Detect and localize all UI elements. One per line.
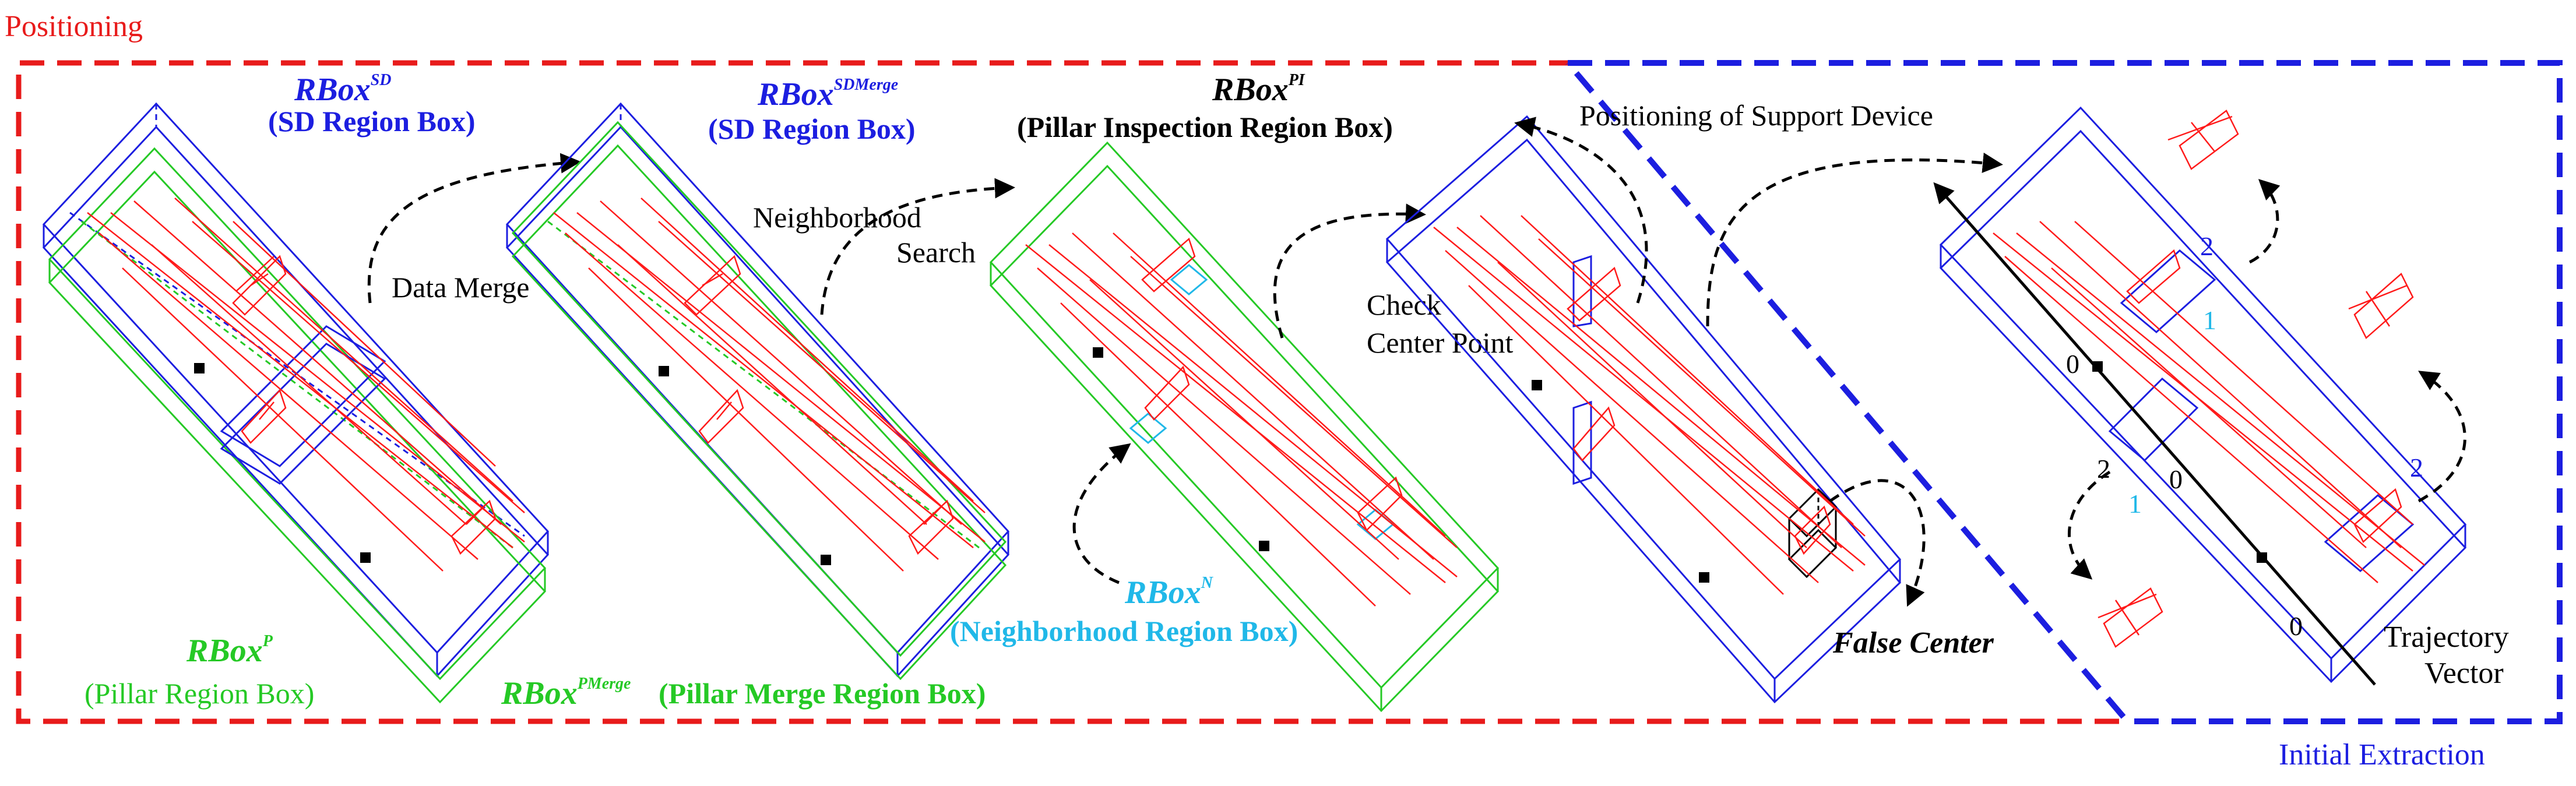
stage3-n-box-desc: (Neighborhood Region Box) — [950, 615, 1298, 647]
stage4-center-point-2 — [1699, 572, 1709, 583]
stage1-center-point-1 — [194, 363, 205, 373]
stage2-p-merge-desc: (Pillar Merge Region Box) — [659, 677, 986, 710]
data-merge-label: Data Merge — [392, 271, 529, 304]
marker-bot-two: 2 — [2410, 453, 2423, 482]
stage1-center-point-2 — [360, 552, 371, 563]
stage3-pi-box-label: RBoxPI — [1212, 71, 1305, 108]
neighborhood-pointer-arrow — [1072, 443, 1131, 584]
stage5-box — [1939, 106, 2467, 683]
neighborhood-search-arrow — [820, 178, 1015, 315]
marker-mid-zero: 0 — [2169, 464, 2183, 494]
stage4-box — [1385, 115, 1902, 704]
stage1-sd-box-desc: (SD Region Box) — [268, 105, 476, 138]
marker-top-two: 2 — [2200, 231, 2213, 261]
stage1-pillar-region-box — [48, 147, 547, 704]
extracted-support-left — [2098, 587, 2163, 648]
extracted-support-right — [2348, 272, 2414, 340]
stage2-p-merge-label: RBoxPMerge — [501, 675, 631, 711]
stage3-point-cloud — [1025, 232, 1458, 607]
stage4-point-cloud — [1433, 215, 1866, 595]
check-center-arrow — [1273, 203, 1426, 339]
trajectory-label-2: Vector — [2424, 657, 2504, 690]
stage1-support-region — [220, 325, 386, 485]
false-center-label: False Center — [1832, 626, 1994, 660]
trajectory-vector — [1933, 182, 2376, 686]
stage1-point-cloud — [87, 198, 525, 572]
stage3-neighborhood-boxes — [1129, 264, 1395, 540]
stage2-point-cloud — [553, 198, 986, 572]
stage3-pillar-inspection-box — [989, 141, 1500, 713]
stage1-sd-box-label: RBoxSD — [294, 71, 392, 108]
extract-top-arrow — [2248, 179, 2281, 264]
marker-bot-zero: 0 — [2289, 611, 2303, 641]
stage2-sd-merge-label: RBoxSDMerge — [757, 76, 898, 112]
stage1-sd-region-box — [42, 102, 550, 678]
stage4-center-point-1 — [1532, 380, 1542, 390]
positioning-frame — [16, 60, 2127, 724]
pillar-inspection-arrow — [1514, 117, 1648, 304]
neighborhood-search-label-1: Neighborhood — [753, 201, 921, 234]
stage2-center-point-2 — [821, 555, 831, 565]
extract-left-arrow — [2068, 470, 2111, 580]
stage2-sd-merge-desc: (SD Region Box) — [708, 112, 916, 145]
stage3-center-point-1 — [1093, 347, 1103, 358]
positioning-support-arrow — [1706, 152, 2003, 327]
marker-mid-two: 2 — [2097, 454, 2110, 484]
stage3-center-point-2 — [1259, 541, 1269, 551]
false-center-arrow — [1829, 479, 1926, 607]
check-center-label-1: Check — [1367, 288, 1441, 321]
stage2-center-point-1 — [659, 366, 669, 376]
marker-top-one: 1 — [2203, 305, 2216, 335]
marker-top-zero: 0 — [2066, 349, 2079, 379]
neighborhood-search-label-2: Search — [896, 236, 976, 269]
stage2-sd-merge-box — [505, 102, 1010, 678]
stage5-center-point-1 — [2092, 361, 2103, 372]
stage5-point-cloud — [1993, 110, 2425, 648]
stage2-pillar-merge-box — [511, 121, 1007, 681]
stage3-pi-box-desc: (Pillar Inspection Region Box) — [1017, 111, 1393, 143]
stage3-n-box-label: RBoxN — [1124, 574, 1214, 611]
positioning-title: Positioning — [5, 10, 143, 43]
initial-extraction-title: Initial Extraction — [2279, 738, 2485, 771]
trajectory-label-1: Trajectory — [2384, 621, 2509, 654]
stage1-p-box-label: RBoxP — [186, 632, 273, 669]
extract-right-arrow — [2417, 371, 2466, 503]
marker-mid-one: 1 — [2128, 489, 2142, 519]
extracted-support-top — [2167, 110, 2239, 170]
data-merge-arrow — [367, 153, 581, 304]
positioning-support-label: Positioning of Support Device — [1579, 99, 1933, 132]
check-center-label-2: Center Point — [1367, 326, 1513, 359]
stage1-p-box-desc: (Pillar Region Box) — [85, 677, 314, 710]
extraction-frame — [1565, 60, 2563, 724]
stage5-center-point-2 — [2257, 552, 2267, 563]
